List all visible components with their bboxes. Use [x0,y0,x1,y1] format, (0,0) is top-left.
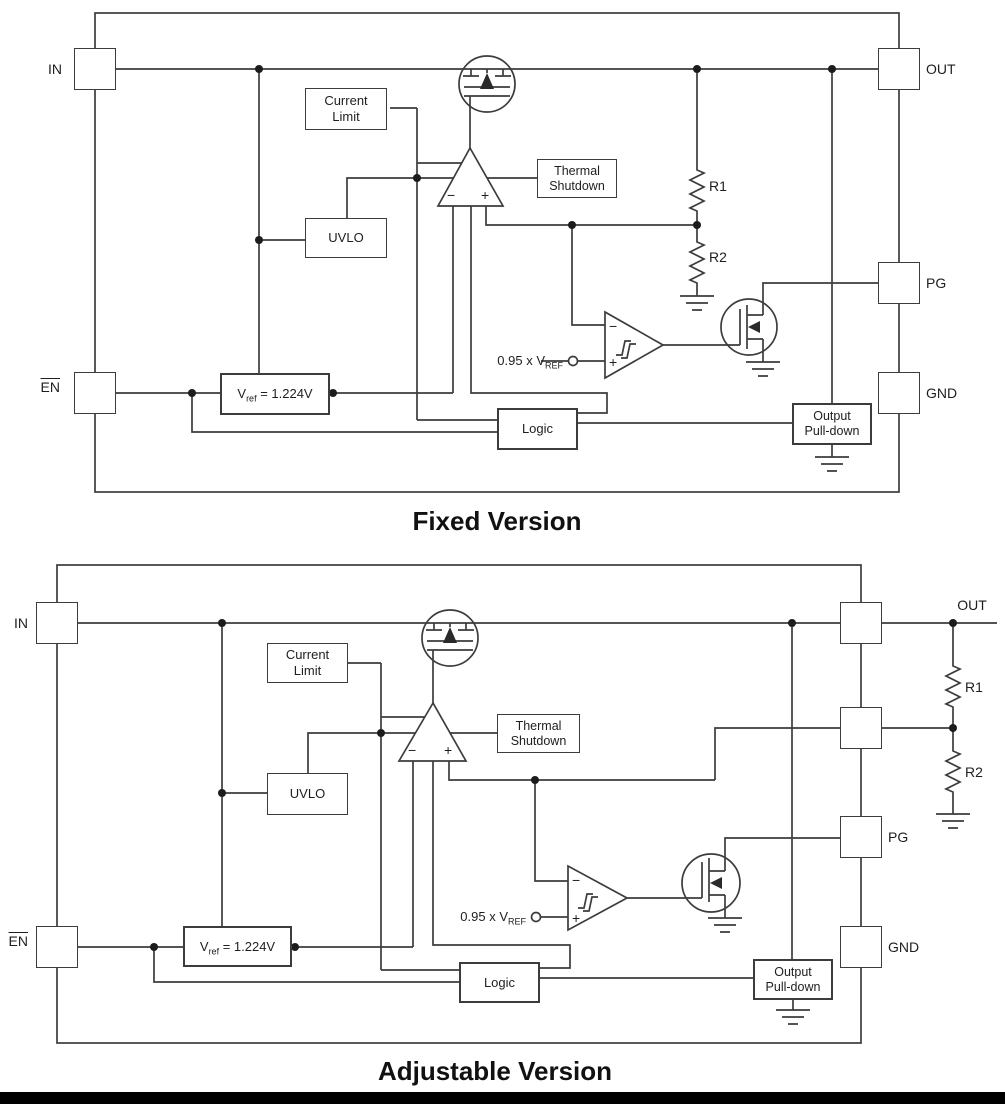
adjustable-feedback-pin [840,707,882,749]
fixed-out-pin-label: OUT [926,61,956,77]
fixed-logic-block: Logic [497,408,578,450]
fixed-en-pin [74,372,116,414]
fixed-amp-minus: − [447,187,455,203]
bottom-divider-bar [0,1092,1005,1104]
adjustable-out-pin [840,602,882,644]
fixed-gnd-pin-label: GND [926,385,958,401]
fixed-ic-outline [94,12,900,493]
fixed-uvlo-block: UVLO [305,218,387,258]
adjustable-pg-fet-symbol [701,858,725,902]
adj-comp-minus: − [572,872,580,888]
adjustable-error-amp-symbol: − + [397,701,468,762]
fixed-comp-minus: − [609,318,617,334]
adjustable-current-limit-block: Current Limit [267,643,348,683]
adjustable-caption: Adjustable Version [377,1056,613,1086]
fixed-en-pin-label: EN [40,379,60,395]
fixed-r2-label: R2 [709,249,727,265]
fixed-in-pin-label: IN [48,61,62,77]
adjustable-logic-block: Logic [459,962,540,1003]
fixed-caption: Fixed Version [412,506,582,536]
fixed-r1-resistor [687,69,707,225]
fixed-pulldown-ground [815,456,849,472]
fixed-pg-pin [878,262,920,304]
adjustable-in-pin-label: IN [14,615,28,631]
adjustable-ic-outline [56,564,862,1044]
adjustable-thermal-shutdown-block: Thermal Shutdown [497,714,580,753]
adjustable-vref-block: Vref = 1.224V [183,926,292,967]
adjustable-output-pulldown-block: Output Pull-down [753,959,833,1000]
fixed-amp-plus: + [481,187,489,203]
fixed-pgfet-ground [746,361,780,377]
fixed-pass-fet-symbol [463,69,511,97]
fixed-pg-fet-symbol [739,305,763,349]
fixed-error-amp-symbol: − + [436,146,505,207]
adjustable-r1-resistor [943,623,963,728]
fixed-pg-pin-label: PG [926,275,947,291]
adjustable-pgfet-ground [708,917,742,933]
adj-amp-plus: + [444,742,452,758]
adjustable-pass-fet-symbol [426,623,474,651]
adjustable-r2-resistor [943,728,963,814]
adjustable-r1-label: R1 [965,679,983,695]
adjustable-junction-dots [150,619,957,951]
adjustable-out-pin-label: OUT [957,597,987,613]
fixed-vref-block: Vref = 1.224V [220,373,330,415]
fixed-comparator-ref-label: 0.95 x VREF [497,353,563,371]
fixed-pg-comparator-symbol: − + [567,310,665,380]
adj-amp-minus: − [408,742,416,758]
fixed-thermal-shutdown-block: Thermal Shutdown [537,159,617,198]
fixed-r1-label: R1 [709,178,727,194]
adjustable-en-pin [36,926,78,968]
adjustable-en-pin-label: EN [8,933,28,949]
adjustable-pg-comparator-symbol: − + [530,864,629,932]
fixed-gnd-pin [878,372,920,414]
fixed-r2-resistor [687,225,707,296]
hysteresis-icon [616,340,636,359]
fixed-ref-terminal [567,355,579,367]
adjustable-in-pin [36,602,78,644]
adjustable-gnd-pin [840,926,882,968]
adjustable-ref-terminal [530,911,542,923]
fixed-output-pulldown-block: Output Pull-down [792,403,872,445]
fixed-comp-plus: + [609,354,617,370]
fixed-in-pin [74,48,116,90]
adjustable-r2-label: R2 [965,764,983,780]
hysteresis-icon [578,893,598,912]
adjustable-pg-pin-label: PG [888,829,909,845]
adjustable-pulldown-ground [776,1009,810,1025]
fixed-current-limit-block: Current Limit [305,88,387,130]
fixed-r2-ground [680,295,714,311]
fixed-out-pin [878,48,920,90]
adjustable-uvlo-block: UVLO [267,773,348,815]
fixed-diagram-wiring: − + − + [94,12,900,493]
adj-comp-plus: + [572,910,580,926]
fixed-junction-dots [188,65,836,397]
adjustable-comparator-ref-label: 0.95 x VREF [460,909,526,927]
adjustable-diagram-wiring: − + − + [56,564,997,1044]
adjustable-gnd-pin-label: GND [888,939,920,955]
adjustable-pg-pin [840,816,882,858]
adjustable-r2-ground [936,813,970,829]
